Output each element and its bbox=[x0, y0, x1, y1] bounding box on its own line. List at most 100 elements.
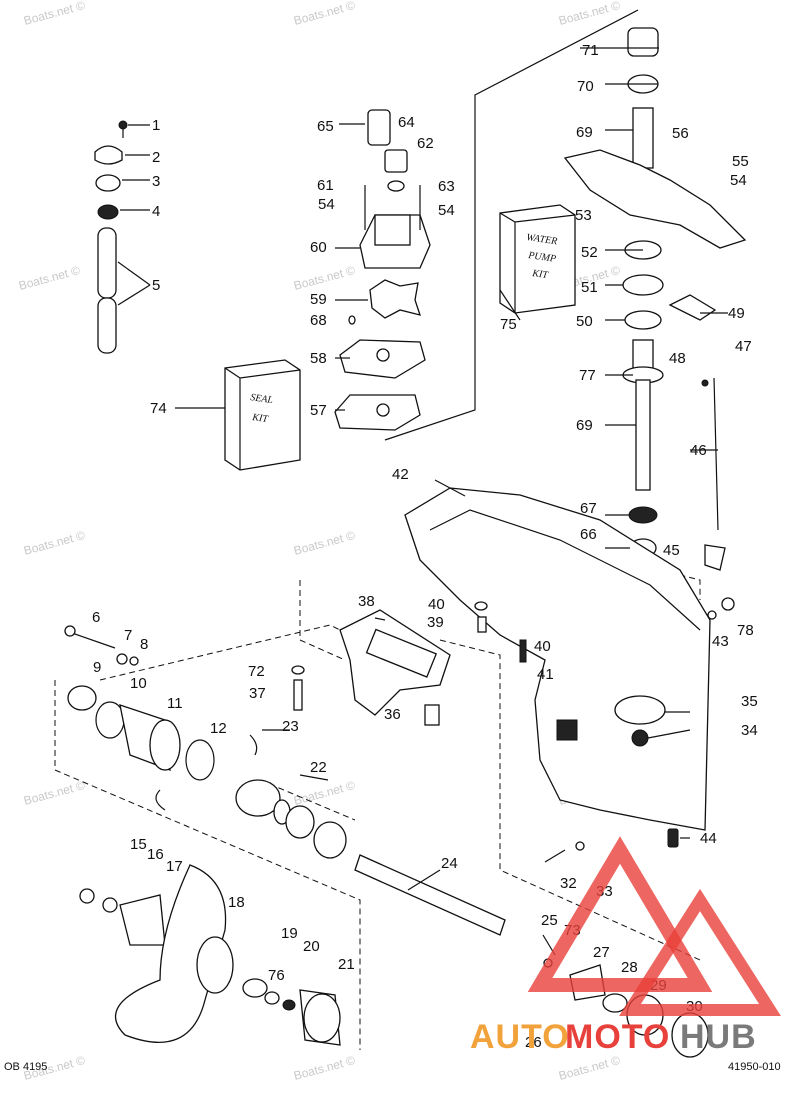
part-label-6: 6 bbox=[92, 609, 100, 626]
gearcase-housing bbox=[404, 487, 711, 831]
part-number-labels: 1234567891011121516171819202122232425262… bbox=[92, 42, 758, 1051]
part-label-18: 18 bbox=[228, 894, 245, 911]
part-label-42: 42 bbox=[392, 466, 409, 483]
part-label-23: 23 bbox=[282, 718, 299, 735]
automotohub-logo: AUTO MOTO HUB bbox=[470, 836, 781, 1056]
watermark-text: Boats.net © bbox=[22, 528, 87, 558]
watermark-text: Boats.net © bbox=[292, 528, 357, 558]
part-label-48: 48 bbox=[669, 350, 686, 367]
part-label-57: 57 bbox=[310, 402, 327, 419]
part-label-65: 65 bbox=[317, 118, 334, 135]
part-label-46: 46 bbox=[690, 442, 707, 459]
kit-line-1: WATER bbox=[526, 232, 558, 247]
part-label-52: 52 bbox=[581, 244, 598, 261]
part-label-74: 74 bbox=[150, 400, 167, 417]
drawing-code-left: OB 4195 bbox=[4, 1061, 47, 1073]
watermark-text: Boats.net © bbox=[22, 778, 87, 808]
part-label-45: 45 bbox=[663, 542, 680, 559]
propeller bbox=[79, 864, 341, 1046]
drawing-code-right: 41950-010 bbox=[728, 1061, 781, 1073]
trim-tab bbox=[339, 609, 451, 716]
part-label-1: 1 bbox=[152, 117, 160, 134]
part-label-56: 56 bbox=[672, 125, 689, 142]
part-label-32: 32 bbox=[560, 875, 577, 892]
logo-part-hub: HUB bbox=[680, 1018, 757, 1056]
part-label-43: 43 bbox=[712, 633, 729, 650]
part-label-25: 25 bbox=[541, 912, 558, 929]
part-label-55: 55 bbox=[732, 153, 749, 170]
part-label-5: 5 bbox=[152, 277, 160, 294]
bearing-carrier bbox=[67, 685, 506, 936]
part-label-11: 11 bbox=[167, 695, 183, 712]
part-label-22: 22 bbox=[310, 759, 327, 776]
part-label-54: 54 bbox=[318, 196, 335, 213]
part-label-72: 72 bbox=[248, 663, 265, 680]
water-pump-assembly bbox=[334, 109, 431, 431]
leader-lines bbox=[175, 47, 728, 891]
part-label-39: 39 bbox=[427, 614, 444, 631]
watermark-text: Boats.net © bbox=[292, 263, 357, 293]
seal-kit-line-2: KIT bbox=[251, 412, 270, 425]
part-label-37: 37 bbox=[249, 685, 266, 702]
part-label-64: 64 bbox=[398, 114, 415, 131]
part-label-9: 9 bbox=[93, 659, 101, 676]
part-label-40: 40 bbox=[428, 596, 445, 613]
part-label-28: 28 bbox=[621, 959, 638, 976]
part-label-7: 7 bbox=[124, 627, 132, 644]
part-label-4: 4 bbox=[152, 203, 160, 220]
part-label-53: 53 bbox=[575, 207, 592, 224]
watermark-text: Boats.net © bbox=[292, 0, 357, 28]
part-label-40: 40 bbox=[534, 638, 551, 655]
seal-kit-box bbox=[224, 359, 301, 471]
kit-line-3: KIT bbox=[531, 268, 550, 281]
part-label-15: 15 bbox=[130, 836, 147, 853]
part-label-69: 69 bbox=[576, 417, 593, 434]
water-pump-kit-text: WATER PUMP KIT bbox=[526, 232, 558, 281]
part-label-10: 10 bbox=[130, 675, 147, 692]
part-label-49: 49 bbox=[728, 305, 745, 322]
part-label-62: 62 bbox=[417, 135, 434, 152]
part-label-20: 20 bbox=[303, 938, 320, 955]
part-label-50: 50 bbox=[576, 313, 593, 330]
part-label-69: 69 bbox=[576, 124, 593, 141]
part-label-54: 54 bbox=[730, 172, 747, 189]
part-label-36: 36 bbox=[384, 706, 401, 723]
part-label-60: 60 bbox=[310, 239, 327, 256]
water-pump-kit-box bbox=[499, 204, 576, 314]
part-label-70: 70 bbox=[577, 78, 594, 95]
part-label-75: 75 bbox=[500, 316, 517, 333]
part-label-78: 78 bbox=[737, 622, 754, 639]
part-label-66: 66 bbox=[580, 526, 597, 543]
part-label-63: 63 bbox=[438, 178, 455, 195]
part-label-2: 2 bbox=[152, 149, 160, 166]
part-label-8: 8 bbox=[140, 636, 148, 653]
watermark-text: Boats.net © bbox=[292, 1053, 357, 1083]
part-label-26: 26 bbox=[525, 1034, 542, 1051]
part-label-51: 51 bbox=[581, 279, 598, 296]
seal-kit-text: SEAL KIT bbox=[250, 392, 275, 425]
part-label-68: 68 bbox=[310, 312, 327, 329]
part-label-21: 21 bbox=[338, 956, 355, 973]
part-label-61: 61 bbox=[317, 177, 334, 194]
part-label-58: 58 bbox=[310, 350, 327, 367]
part-label-77: 77 bbox=[579, 367, 596, 384]
part-label-47: 47 bbox=[735, 338, 752, 355]
part-label-71: 71 bbox=[582, 42, 599, 59]
seal-kit-line-1: SEAL bbox=[250, 392, 275, 406]
part-label-59: 59 bbox=[310, 291, 327, 308]
part-label-34: 34 bbox=[741, 722, 758, 739]
part-label-17: 17 bbox=[166, 858, 183, 875]
logo-part-auto: AUTO bbox=[470, 1018, 570, 1056]
part-label-19: 19 bbox=[281, 925, 298, 942]
watermark-text: Boats.net © bbox=[557, 1053, 622, 1083]
part-label-35: 35 bbox=[741, 693, 758, 710]
part-label-54: 54 bbox=[438, 202, 455, 219]
part-label-16: 16 bbox=[147, 846, 164, 863]
part-label-67: 67 bbox=[580, 500, 597, 517]
fasteners bbox=[64, 601, 527, 726]
part-label-27: 27 bbox=[593, 944, 610, 961]
part-label-3: 3 bbox=[152, 173, 160, 190]
watermark-text: Boats.net © bbox=[22, 0, 87, 28]
